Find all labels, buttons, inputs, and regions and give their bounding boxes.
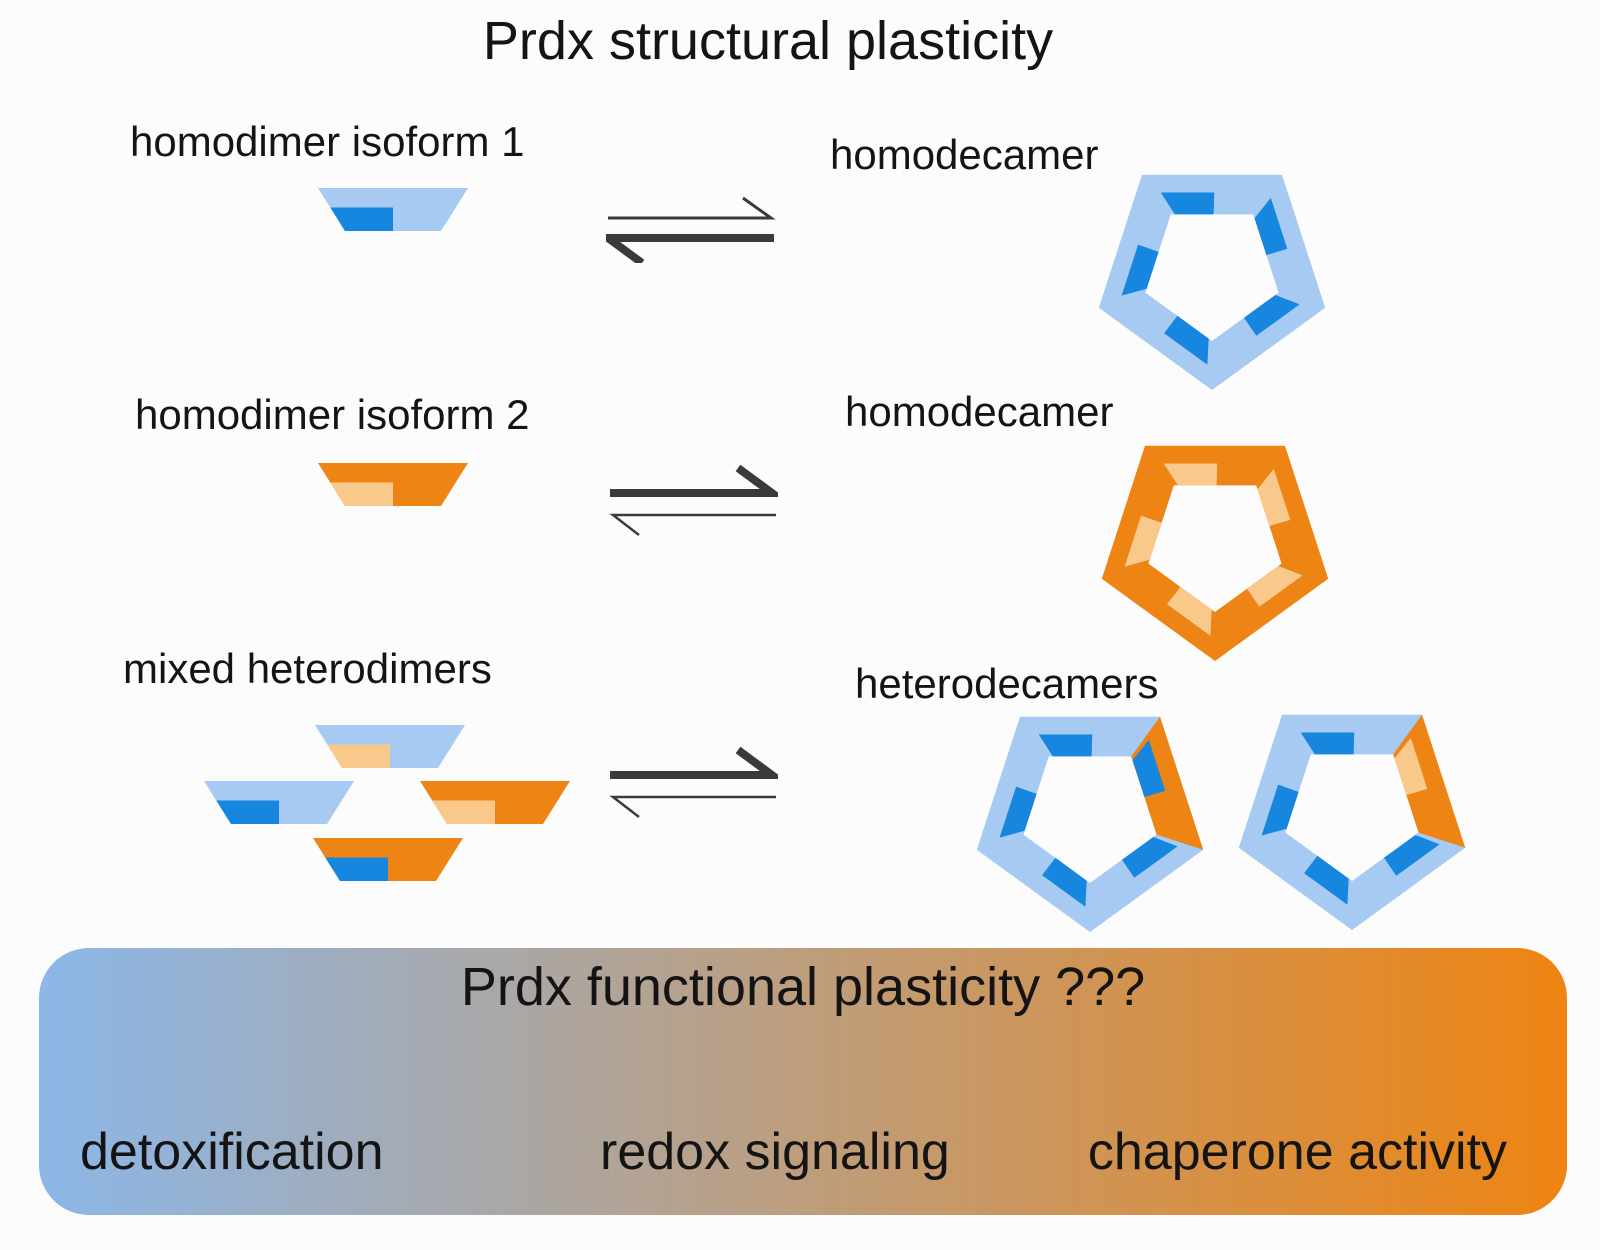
equilibrium-arrow-row1-icon xyxy=(606,196,776,263)
homodecamer-orange-icon xyxy=(1101,445,1329,661)
label-mixed-heterodimers: mixed heterodimers xyxy=(123,645,492,692)
heterodimer-blue-blue-patch-icon xyxy=(204,781,354,824)
equilibrium-arrow-row3-icon xyxy=(609,746,778,818)
label-homodimer-isoform-2: homodimer isoform 2 xyxy=(135,391,530,438)
homodecamer-blue-icon xyxy=(1098,174,1326,390)
banner-item-redox-signaling: redox signaling xyxy=(600,1123,950,1181)
homodimer-isoform-2-icon xyxy=(318,463,468,506)
functional-plasticity-banner: Prdx functional plasticity ??? detoxific… xyxy=(39,948,1567,1215)
label-homodimer-isoform-1: homodimer isoform 1 xyxy=(130,118,525,165)
equilibrium-arrow-row2-icon xyxy=(609,464,778,536)
heterodimer-orange-blue-patch-icon xyxy=(313,838,463,881)
label-homodecamer-2: homodecamer xyxy=(845,388,1114,435)
heterodecamer-1-icon xyxy=(976,716,1204,932)
banner-item-detoxification: detoxification xyxy=(80,1123,384,1181)
banner-title: Prdx functional plasticity ??? xyxy=(460,957,1146,1017)
heterodimer-orange-orange-patch-icon xyxy=(420,781,570,824)
homodimer-isoform-1-icon xyxy=(318,188,468,231)
label-heterodecamers: heterodecamers xyxy=(855,660,1159,707)
page-title: Prdx structural plasticity xyxy=(482,11,1054,71)
heterodecamer-2-icon xyxy=(1238,714,1466,930)
label-homodecamer-1: homodecamer xyxy=(830,131,1099,178)
banner-item-chaperone-activity: chaperone activity xyxy=(1087,1123,1507,1181)
heterodimer-blue-orange-patch-icon xyxy=(315,725,465,768)
